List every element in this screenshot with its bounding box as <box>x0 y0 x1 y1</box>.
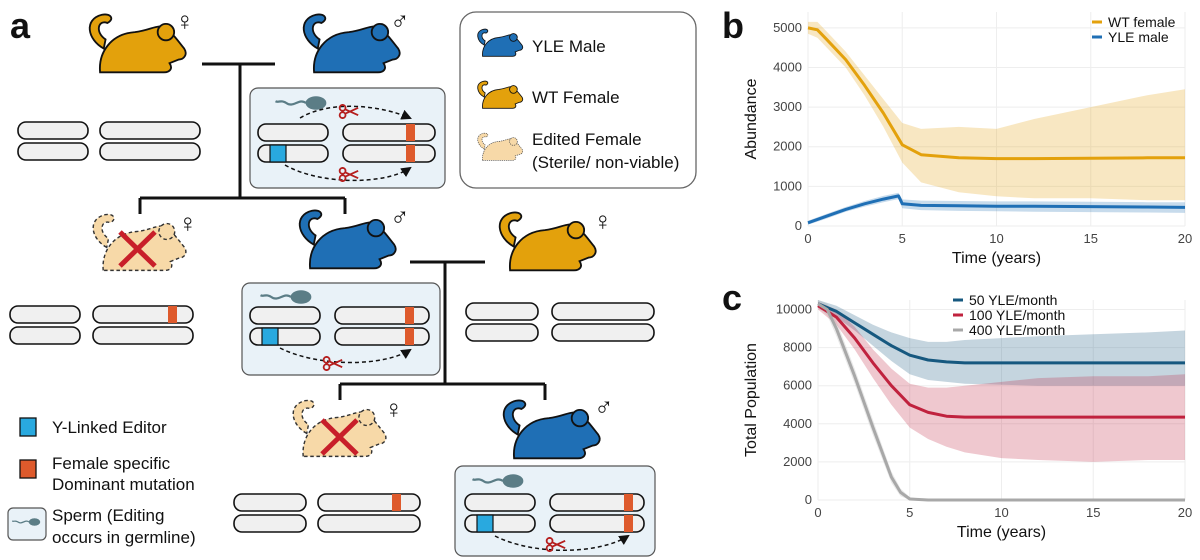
legend-label: 400 YLE/month <box>969 322 1065 338</box>
series-line <box>807 26 1185 161</box>
y-axis-title: Total Population <box>743 343 760 457</box>
panel-a: a ♀ ♂ <box>7 5 697 557</box>
y-tick-label: 0 <box>795 218 802 233</box>
female-symbol: ♀ <box>384 394 404 424</box>
legend-label: 100 YLE/month <box>969 307 1065 323</box>
yle-male-mouse-icon <box>298 209 397 270</box>
y-tick-label: 4000 <box>783 416 812 431</box>
legend-label: YLE male <box>1108 29 1169 45</box>
y-tick-label: 2000 <box>773 139 802 154</box>
series-line <box>817 304 1185 419</box>
yle-male-mouse-icon <box>502 399 601 460</box>
chromosome-group <box>257 123 436 163</box>
cross-icon <box>320 418 359 456</box>
panel-letter-c: c <box>722 277 742 318</box>
x-tick-label: 5 <box>899 231 906 246</box>
yle-male-mouse-icon <box>302 13 401 74</box>
male-symbol: ♂ <box>390 202 410 232</box>
editor-swatch <box>19 417 37 437</box>
series-line <box>807 194 1186 225</box>
y-tick-label: 2000 <box>783 454 812 469</box>
x-axis-title: Time (years) <box>957 524 1046 541</box>
panel-letter-a: a <box>10 5 31 46</box>
legend-box <box>459 11 697 189</box>
chromosome-group <box>465 302 655 342</box>
x-tick-label: 0 <box>804 231 811 246</box>
series-line <box>817 302 1185 502</box>
series-band <box>808 21 1185 201</box>
panel-letter-b: b <box>722 5 744 46</box>
sperm-swatch <box>7 507 47 541</box>
edited-female-mouse-icon <box>292 399 387 458</box>
y-tick-label: 3000 <box>773 99 802 114</box>
y-tick-label: 6000 <box>783 378 812 393</box>
legend-wt-female: WT Female <box>532 88 620 107</box>
x-tick-label: 15 <box>1084 231 1098 246</box>
x-axis-title: Time (years) <box>952 250 1041 267</box>
x-tick-label: 20 <box>1178 505 1192 520</box>
y-tick-label: 4000 <box>773 59 802 74</box>
legend-edited-female-2: (Sterile/ non-viable) <box>532 153 679 172</box>
series-line <box>817 302 1185 365</box>
pedigree-line <box>338 260 547 400</box>
legend-mutation-1: Female specific <box>52 454 171 473</box>
chromosome-group <box>233 493 421 533</box>
x-tick-label: 15 <box>1086 505 1100 520</box>
edited-female-mouse-icon <box>92 213 187 272</box>
legend-sperm-1: Sperm (Editing <box>52 506 164 525</box>
chromosome-group <box>249 306 430 346</box>
chromosome-group <box>17 121 201 161</box>
x-tick-label: 10 <box>989 231 1003 246</box>
legend-label: WT female <box>1108 14 1176 30</box>
legend-editor: Y-Linked Editor <box>52 418 167 437</box>
legend-sperm-2: occurs in germline) <box>52 528 196 547</box>
pedigree-line <box>138 62 347 214</box>
wt-female-mouse-icon <box>88 13 187 74</box>
y-tick-label: 1000 <box>773 178 802 193</box>
chromosome-group <box>464 493 645 533</box>
female-symbol: ♀ <box>178 208 198 238</box>
x-tick-label: 20 <box>1178 231 1192 246</box>
y-axis-title: Abundance <box>743 78 760 159</box>
chromosome-group <box>9 305 194 345</box>
legend-label: 50 YLE/month <box>969 292 1057 308</box>
y-tick-label: 10000 <box>776 302 812 317</box>
series-band <box>818 301 1185 462</box>
legend-yle-male: YLE Male <box>532 37 606 56</box>
y-tick-label: 0 <box>805 492 812 507</box>
legend-edited-female-1: Edited Female <box>532 130 642 149</box>
x-tick-label: 10 <box>994 505 1008 520</box>
x-tick-label: 5 <box>906 505 913 520</box>
male-symbol: ♂ <box>594 392 614 422</box>
mutation-swatch <box>19 459 37 479</box>
y-tick-label: 8000 <box>783 340 812 355</box>
female-symbol: ♀ <box>593 206 613 236</box>
female-symbol: ♀ <box>175 6 195 36</box>
cross-icon <box>118 230 157 268</box>
male-symbol: ♂ <box>390 6 410 36</box>
wt-female-mouse-icon <box>498 211 597 272</box>
y-tick-label: 5000 <box>773 20 802 35</box>
legend-mutation-2: Dominant mutation <box>52 475 195 494</box>
x-tick-label: 0 <box>814 505 821 520</box>
